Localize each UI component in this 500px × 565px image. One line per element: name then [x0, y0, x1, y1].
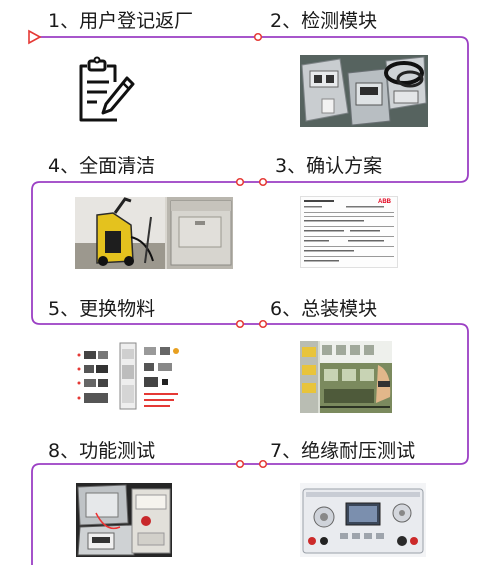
flow-node: [253, 32, 263, 42]
flow-node: [235, 177, 245, 187]
step-7-label: 7、绝缘耐压测试: [270, 440, 416, 462]
abb-logo: ABB: [378, 199, 392, 205]
flow-line: [31, 36, 469, 565]
flow-node: [258, 459, 268, 469]
start-arrow-icon: [28, 29, 42, 45]
step-8-label: 8、功能测试: [48, 440, 156, 462]
flow-node: [258, 177, 268, 187]
step-6-label: 6、总装模块: [270, 298, 378, 320]
testing-module-case-photo: [300, 55, 428, 127]
pressure-washer-cleaning-photo: [75, 197, 233, 269]
step-4-label: 4、全面清洁: [48, 155, 156, 177]
flow-node: [235, 459, 245, 469]
flow-node: [258, 319, 268, 329]
step-5-label: 5、更换物料: [48, 298, 156, 320]
solution-document-scan: ABB: [300, 196, 398, 268]
module-assembly-photo: [300, 341, 392, 413]
function-test-case-photo: [76, 483, 172, 557]
clipboard-pen-icon: [79, 56, 135, 122]
flow-node: [235, 319, 245, 329]
parts-replacement-diagram: [76, 341, 184, 411]
step-1-label: 1、用户登记返厂: [48, 10, 194, 32]
insulation-tester-photo: [300, 483, 426, 557]
step-3-label: 3、确认方案: [275, 155, 383, 177]
step-2-label: 2、检测模块: [270, 10, 378, 32]
